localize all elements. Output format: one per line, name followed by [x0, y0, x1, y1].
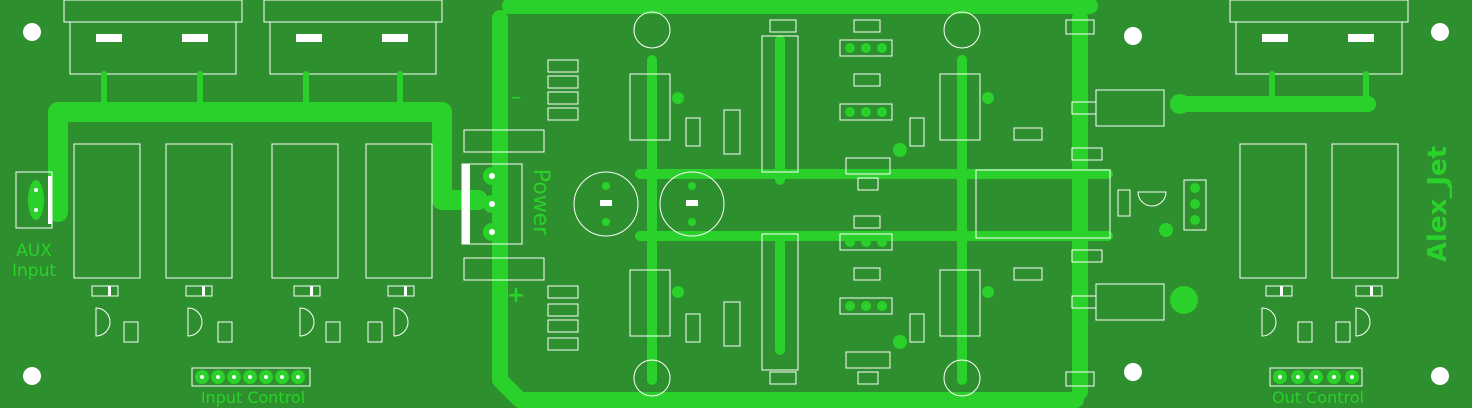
- input-switching: [91, 285, 1383, 343]
- trace-cross: [635, 35, 1113, 355]
- relay-3-body: [1235, 21, 1403, 75]
- trace-rails: [647, 55, 967, 385]
- relay-1-body: [69, 21, 237, 75]
- aux-label-line2: Input: [12, 261, 56, 281]
- mounting-holes: [23, 23, 1449, 385]
- power-label: Power: [528, 169, 553, 236]
- aux-connector: [15, 171, 53, 229]
- input-control-label: Input Control: [201, 388, 305, 407]
- out-control-label: Out Control: [1272, 388, 1364, 407]
- power-terminal: [461, 129, 545, 281]
- input-relay-4: [365, 143, 433, 279]
- out-control-header: [1269, 367, 1363, 387]
- output-relay-1: [1239, 143, 1307, 279]
- relay-2-pin-a: [296, 34, 322, 42]
- mounting-hole-tr: [1431, 23, 1449, 41]
- mounting-hole-tm: [1124, 27, 1142, 45]
- input-control-header: [191, 367, 311, 387]
- minus-label: –: [511, 85, 522, 110]
- relay-3-pin-b: [1348, 34, 1374, 42]
- input-relay-1: [73, 143, 141, 279]
- input-relay-2: [165, 143, 233, 279]
- plus-label: +: [507, 283, 525, 308]
- trace-input-bus: [48, 102, 488, 222]
- relay-2-body: [269, 21, 437, 75]
- filter-capacitors: [573, 171, 725, 237]
- output-drivers: [1013, 19, 1207, 387]
- trace-power-ring: [492, 0, 1098, 408]
- input-relays: [73, 143, 1399, 279]
- mounting-hole-tl: [23, 23, 41, 41]
- mounting-hole-br: [1431, 367, 1449, 385]
- top-relays: [63, 0, 1409, 115]
- copper-traces: [48, 0, 1376, 408]
- amp-channels: [547, 11, 1111, 397]
- relay-1-pin-a: [96, 34, 122, 42]
- mounting-hole-bl: [23, 367, 41, 385]
- output-relay-2: [1331, 143, 1399, 279]
- aux-label-line1: AUX: [16, 241, 52, 261]
- relay-3-pin-a: [1262, 34, 1288, 42]
- mounting-hole-bm: [1124, 363, 1142, 381]
- author-label: Alex_Jet: [1423, 146, 1453, 262]
- relay-1-pin-b: [182, 34, 208, 42]
- input-relay-3: [271, 143, 339, 279]
- relay-2-pin-b: [382, 34, 408, 42]
